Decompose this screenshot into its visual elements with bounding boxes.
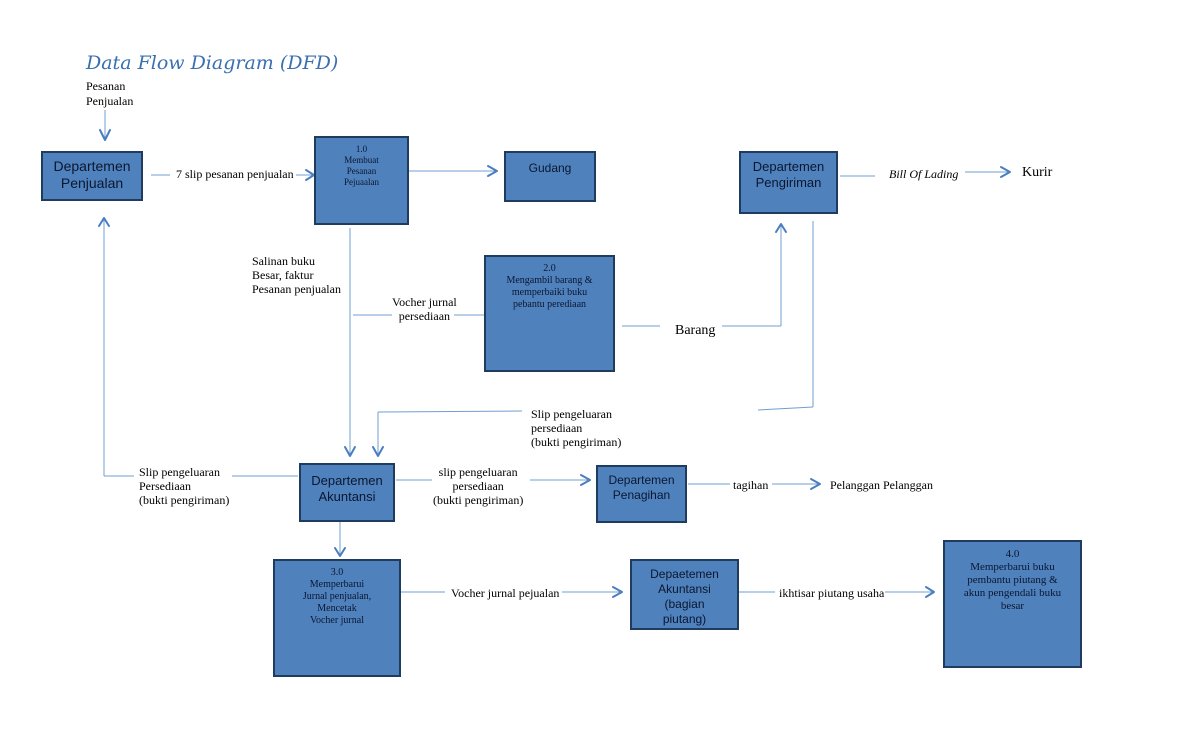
process-number: 3.0 (330, 567, 344, 578)
entity-pelanggan: Pelanggan Pelanggan (830, 478, 933, 492)
entity-label: Departemen Pengiriman (752, 159, 825, 190)
process-name: Memperbarui buku pembantu piutang & akun… (963, 561, 1062, 612)
flow-ikhtisar-piutang: ikhtisar piutang usaha (779, 586, 885, 600)
entity-label: Departemen Penagihan (608, 473, 675, 502)
flow-slip-pengiriman: Slip pengeluaran persediaan (bukti pengi… (531, 407, 622, 449)
process-4-0[interactable]: 4.0 Memperbarui buku pembantu piutang & … (943, 540, 1082, 668)
entity-departemen-akuntansi-piutang[interactable]: Depaetemen Akuntansi (bagian piutang) (630, 559, 739, 630)
flow-slip-pesanan: 7 slip pesanan penjualan (176, 167, 294, 181)
flow-tagihan: tagihan (733, 478, 769, 492)
process-number: 2.0 (543, 263, 556, 274)
entity-label: Departemen Akuntansi (311, 473, 383, 504)
flow-barang: Barang (675, 323, 716, 338)
entity-label: Departemen Penjualan (53, 158, 131, 191)
process-name: Memperbarui Jurnal penjualan, Mencetak V… (302, 579, 372, 626)
entity-gudang[interactable]: Gudang (504, 151, 596, 202)
entity-departemen-penjualan[interactable]: Departemen Penjualan (41, 151, 143, 201)
flow-slip-persediaan-left: Slip pengeluaran Persediaan (bukti pengi… (139, 465, 230, 507)
entity-label: Gudang (528, 161, 572, 175)
entity-departemen-pengiriman[interactable]: Departemen Pengiriman (739, 151, 838, 214)
process-3-0[interactable]: 3.0 Memperbarui Jurnal penjualan, Mencet… (273, 559, 401, 677)
diagram-title: Data Flow Diagram (DFD) (86, 52, 339, 74)
entity-kurir: Kurir (1022, 165, 1053, 180)
flow-vocher-penjualan: Vocher jurnal pejualan (451, 586, 560, 600)
flow-bill-of-lading: Bill Of Lading (889, 167, 959, 181)
entity-label: Depaetemen Akuntansi (bagian piutang) (650, 567, 719, 626)
entity-departemen-akuntansi[interactable]: Departemen Akuntansi (299, 463, 395, 522)
flow-salinan: Salinan buku Besar, faktur Pesanan penju… (252, 254, 341, 296)
process-2-0[interactable]: 2.0 Mengambil barang & memperbaiki buku … (484, 255, 615, 372)
process-1-0[interactable]: 1.0 Membuat Pesanan Pejuaalan (314, 136, 409, 225)
entity-departemen-penagihan[interactable]: Departemen Penagihan (596, 465, 687, 523)
process-name: Mengambil barang & memperbaiki buku peba… (506, 275, 593, 310)
process-number: 4.0 (1005, 548, 1020, 560)
flow-vocher-persediaan: Vocher jurnal persediaan (392, 295, 457, 323)
process-name: Membuat Pesanan Pejuaalan (344, 155, 379, 187)
flow-slip-penagihan: slip pengeluaran persediaan (bukti pengi… (433, 465, 524, 507)
process-number: 1.0 (355, 144, 368, 154)
flow-pesanan-penjualan: Pesanan Penjualan (86, 79, 134, 108)
